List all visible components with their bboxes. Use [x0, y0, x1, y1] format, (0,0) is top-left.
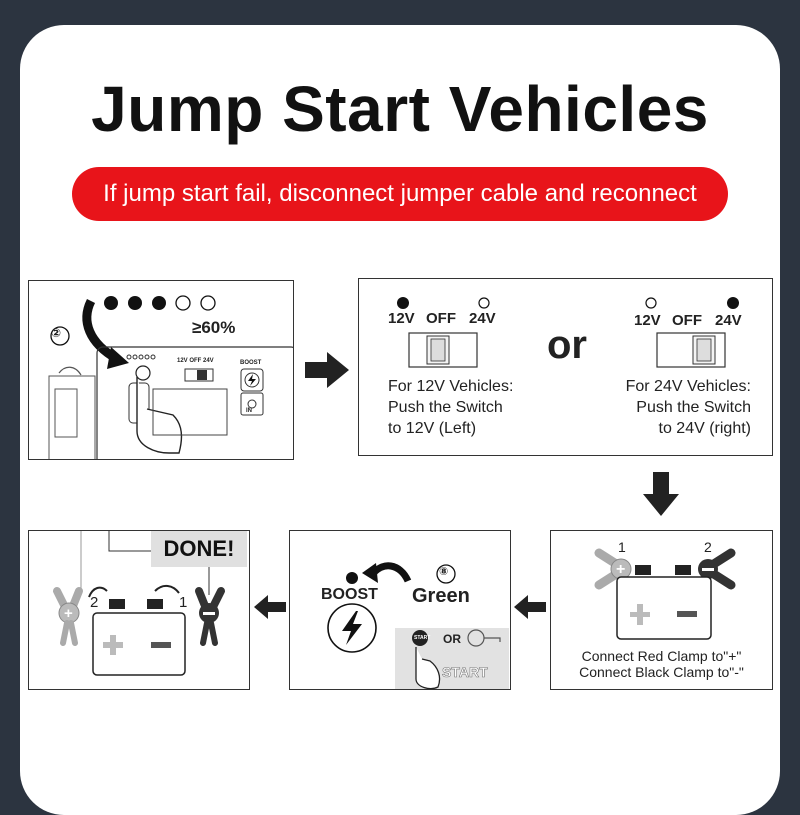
- start-button-icon: [412, 630, 428, 646]
- left-instruction-line-1: For 12V Vehicles:: [388, 378, 514, 395]
- right-label-off: OFF: [672, 312, 702, 329]
- right-instruction-line-3: to 24V (right): [658, 420, 751, 437]
- voltage-switch-illustration: [397, 297, 739, 368]
- arrow-down-icon: [643, 472, 679, 516]
- clamp-1-label: 1: [179, 594, 188, 611]
- right-label-24v: 24V: [715, 312, 742, 329]
- battery-dot-4: [175, 295, 191, 311]
- device-switch-label: 12V OFF 24V: [177, 358, 214, 364]
- clamps-battery-illustration: +: [594, 548, 736, 640]
- disconnect-illustration: +: [53, 531, 225, 676]
- step-number: ⑧: [439, 566, 449, 578]
- svg-text:+: +: [64, 605, 73, 622]
- done-label: DONE!: [151, 531, 247, 567]
- left-label-off: OFF: [426, 310, 456, 327]
- boost-label: BOOST: [321, 586, 378, 603]
- arrow-left-icon: [254, 595, 286, 619]
- left-instruction-line-3: to 12V (Left): [388, 420, 477, 437]
- battery-dot-5: [200, 295, 216, 311]
- left-label-24v: 24V: [469, 310, 496, 327]
- boost-illustration: [327, 562, 509, 689]
- or-label: or: [547, 323, 587, 367]
- left-label-12v: 12V: [388, 310, 415, 327]
- jump-starter-illustration: [48, 295, 293, 459]
- start-label: START: [442, 664, 488, 681]
- right-instruction-line-1: For 24V Vehicles:: [625, 378, 751, 395]
- battery-icon: [616, 576, 712, 640]
- step-number: ②: [51, 326, 62, 340]
- connect-instruction-line-2: Connect Black Clamp to"-": [579, 664, 744, 680]
- arrow-right-icon: [305, 352, 349, 388]
- battery-dot-1: [104, 296, 118, 310]
- step-connect-clamps-panel: + 1 2 Connect Red Clamp to"+" Connect Bl…: [550, 530, 773, 690]
- battery-dot-3: [152, 296, 166, 310]
- step-voltage-switch-panel: 12V OFF 24V or 12V OFF 24V For 12V Vehic…: [358, 278, 773, 456]
- device-in-label: IN: [246, 408, 252, 414]
- pointing-hand-icon: [415, 647, 441, 689]
- step-boost-panel: BOOST ⑧ Green OR START START: [289, 530, 511, 690]
- page-title: Jump Start Vehicles: [91, 73, 709, 145]
- arrow-left-icon: [514, 595, 546, 619]
- battery-icon: [92, 612, 186, 676]
- clamp-2-label: 2: [704, 539, 712, 555]
- device-boost-label: BOOST: [240, 360, 262, 366]
- clamp-1-label: 1: [618, 539, 626, 555]
- start-button-label: START: [414, 635, 431, 641]
- right-instruction-line-2: Push the Switch: [636, 399, 751, 416]
- or-label: OR: [443, 632, 461, 646]
- right-label-12v: 12V: [634, 312, 661, 329]
- connect-instruction-line-1: Connect Red Clamp to"+": [581, 648, 742, 664]
- svg-text:+: +: [616, 561, 625, 578]
- clamp-2-label: 2: [90, 594, 99, 611]
- step-battery-check-panel: ② ≥60% 12V OFF 24V BOOST IN: [28, 280, 294, 460]
- green-label: Green: [412, 585, 470, 607]
- left-instruction-line-2: Push the Switch: [388, 399, 503, 416]
- warning-banner: If jump start fail, disconnect jumper ca…: [72, 167, 728, 221]
- pointing-hand-icon: [136, 377, 183, 454]
- battery-percent-label: ≥60%: [192, 318, 236, 337]
- battery-dot-2: [128, 296, 142, 310]
